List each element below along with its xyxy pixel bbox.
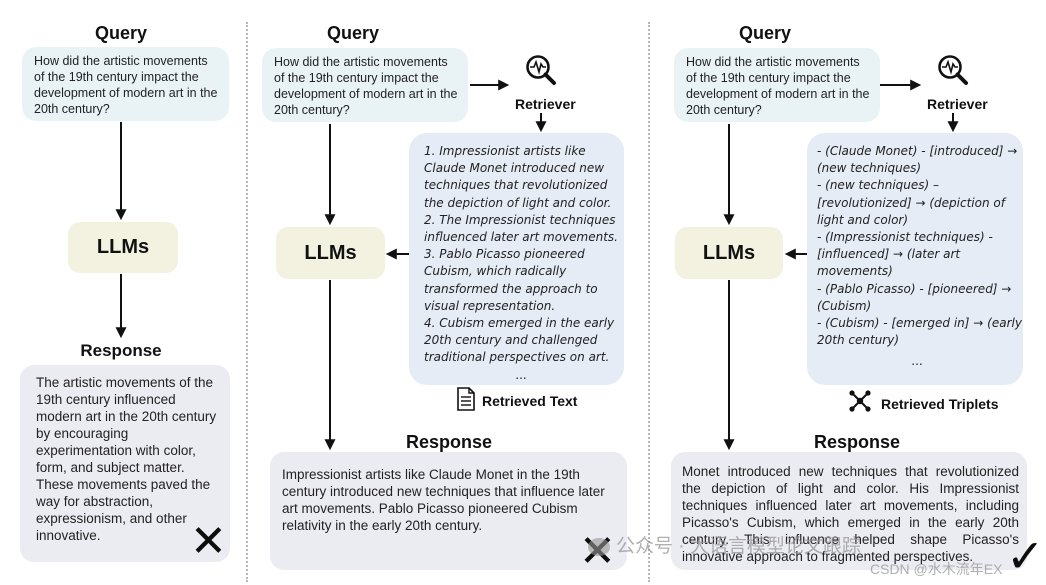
retrieved-text-line: 4. Cubism emerged in the early xyxy=(424,316,615,331)
incorrect-mark: ✕ xyxy=(190,517,227,566)
retrieved-triplets-label: Retrieved Triplets xyxy=(881,396,999,412)
retrieved-text-line: Cubism, which radically xyxy=(424,264,567,279)
retrieved-text-line: traditional perspectives on art. xyxy=(424,350,610,365)
document-icon xyxy=(457,387,475,411)
retrieved-text-label: Retrieved Text xyxy=(482,393,578,409)
retrieved-triplet-line: (new techniques) xyxy=(817,161,922,176)
retriever-icon xyxy=(524,53,558,87)
response-title: Response xyxy=(80,341,162,360)
incorrect-mark: ✕ xyxy=(579,527,616,576)
retrieved-triplet-line: - (Cubism) - [emerged in] → (early xyxy=(817,316,1022,331)
retrieved-text-line: 2. The Impressionist techniques xyxy=(424,212,616,227)
retrieved-triplet-line: [revolutionized] → (depiction of xyxy=(817,195,1005,210)
query-title: Query xyxy=(326,23,380,43)
retrieved-triplet-line: - (Pablo Picasso) - [pioneered] → xyxy=(817,281,1012,296)
context-ellipsis: ... xyxy=(515,367,527,382)
retriever-label: Retriever xyxy=(515,96,576,112)
retrieved-triplet-lines: - (Claude Monet) - [introduced] → (new te… xyxy=(817,143,1022,349)
llm-box: LLMs xyxy=(675,227,783,279)
retrieved-triplet-line: light and color) xyxy=(817,212,909,227)
retrieved-triplet-line: - (Impressionist techniques) - xyxy=(817,230,993,245)
retrieved-triplet-line: - (new techniques) – xyxy=(817,178,940,193)
retriever-label: Retriever xyxy=(927,96,988,112)
retrieved-text-line: the depiction of light and color. xyxy=(424,195,612,210)
graph-icon xyxy=(849,390,871,412)
panel-divider-left xyxy=(246,22,248,582)
retrieved-triplet-line: movements) xyxy=(817,264,893,279)
retrieved-text-line: techniques that revolutionized xyxy=(424,178,608,193)
retrieved-triplet-line: - (Claude Monet) - [introduced] → xyxy=(817,144,1018,158)
response-box: Monet introduced new techniques that rev… xyxy=(671,452,1027,570)
llm-box: LLMs xyxy=(276,227,385,279)
llm-box: LLMs xyxy=(68,222,178,273)
query-title: Query xyxy=(94,23,148,43)
retrieved-text-line: visual representation. xyxy=(424,298,556,313)
retrieved-text-line: 1. Impressionist artists like xyxy=(424,144,586,158)
context-ellipsis: ... xyxy=(911,354,923,369)
retrieved-triplet-line: (Cubism) xyxy=(817,298,872,313)
retrieved-text-line: transformed the approach to xyxy=(424,281,598,296)
retrieved-text-line: 3. Pablo Picasso pioneered xyxy=(424,247,585,262)
response-text: Impressionist artists like Claude Monet … xyxy=(282,467,605,533)
response-box: Impressionist artists like Claude Monet … xyxy=(270,452,627,570)
query-box: How did the artistic movements of the 19… xyxy=(22,47,229,121)
retriever-icon xyxy=(936,53,970,87)
retrieved-triplet-line: 20th century) xyxy=(817,333,900,348)
retrieved-text-line: Claude Monet introduced new xyxy=(424,161,605,176)
query-title: Query xyxy=(738,23,792,43)
retrieved-text-line: influenced later art movements. xyxy=(424,230,618,245)
response-title: Response xyxy=(405,432,493,452)
query-box: How did the artistic movements of the 19… xyxy=(262,48,468,122)
retrieved-triplets-box: - (Claude Monet) - [introduced] → (new te… xyxy=(807,133,1023,385)
retrieved-triplet-line: [influenced] → (later art xyxy=(817,247,961,262)
response-title: Response xyxy=(813,432,901,452)
response-text: Monet introduced new techniques that rev… xyxy=(682,464,1019,564)
panel-divider-right xyxy=(648,22,650,582)
response-box: The artistic movements of the 19th centu… xyxy=(20,365,230,562)
query-box: How did the artistic movements of the 19… xyxy=(674,48,880,122)
correct-mark: ✓ xyxy=(1006,530,1045,582)
response-text: The artistic movements of the 19th centu… xyxy=(36,375,217,543)
retrieved-text-line: 20th century and challenged xyxy=(424,333,598,348)
